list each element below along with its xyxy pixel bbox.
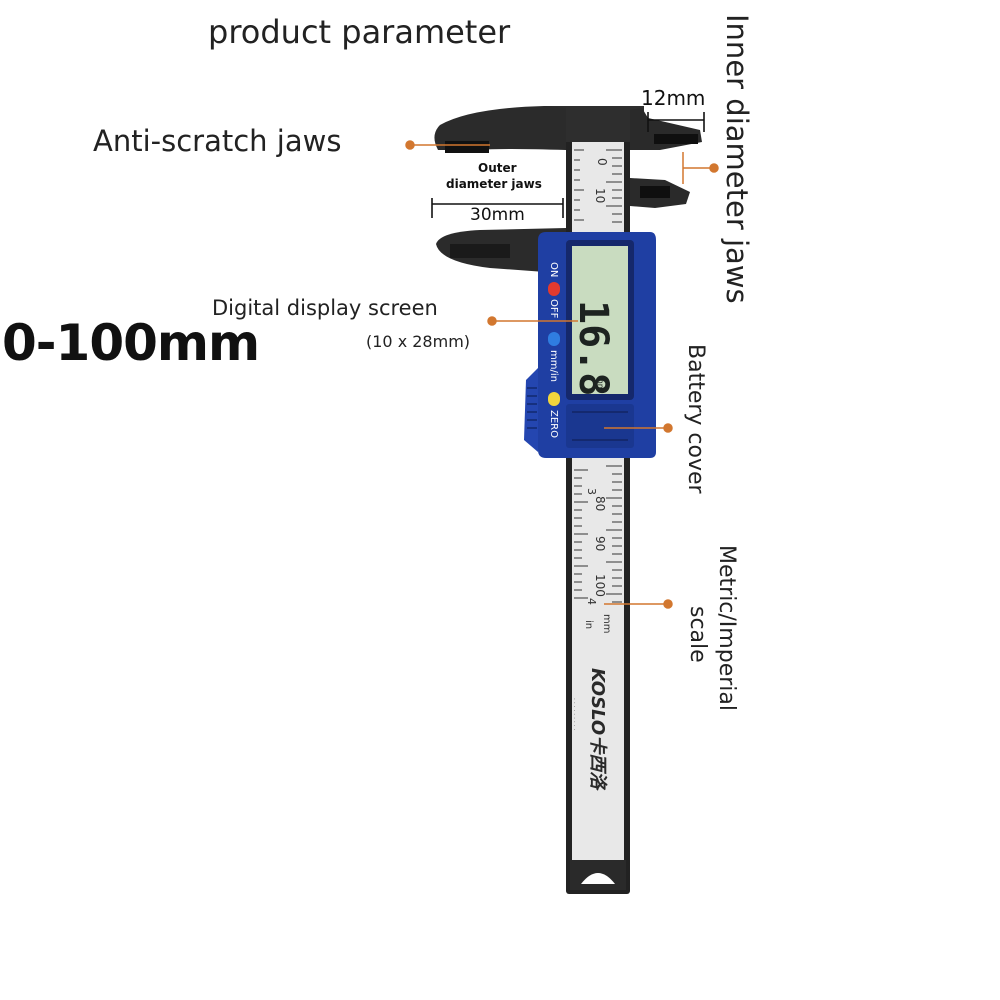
callout-dot-anti-scratch — [405, 140, 415, 150]
callout-dot-inner-jaws — [709, 163, 719, 173]
label-outer-width: 30mm — [470, 205, 525, 225]
thumb-wheel — [524, 368, 538, 452]
scale-mark-in-3: 3 — [585, 488, 598, 495]
scale-mark-0: 0 — [595, 158, 609, 166]
label-scale-line2: scale — [685, 606, 710, 663]
inner-width-dimension — [647, 112, 705, 132]
label-scale-line1: Metric/Imperial — [714, 545, 739, 711]
lcd-screen — [572, 246, 628, 394]
callout-dot-display — [487, 316, 497, 326]
label-display-size: (10 x 28mm) — [366, 332, 471, 351]
btn-zero-label: ZERO — [548, 410, 559, 438]
battery-cover — [566, 404, 634, 448]
label-inner-diameter-jaws: Inner diameter jaws — [720, 14, 754, 304]
unit-in-label: in — [583, 620, 594, 629]
label-inner-width: 12mm — [641, 86, 706, 110]
scale-mark-90: 90 — [593, 536, 607, 551]
lcd-reading: 16.8 — [570, 300, 616, 396]
outer-jaw-fixed — [434, 106, 566, 150]
on-off-button[interactable] — [548, 282, 560, 296]
callout-dot-battery — [663, 423, 673, 433]
label-anti-scratch-jaws: Anti-scratch jaws — [93, 124, 342, 158]
btn-unit-label: mm/in — [548, 350, 559, 382]
label-battery-cover: Battery cover — [683, 344, 708, 494]
unit-button[interactable] — [548, 332, 560, 346]
lcd-unit: mm — [596, 376, 605, 392]
scale-ticks-lower — [574, 465, 622, 603]
callout-dot-scale — [663, 599, 673, 609]
scale-ticks-upper — [574, 149, 622, 223]
scale-mark-in-4: 4 — [585, 598, 598, 605]
scale-mark-80: 80 — [593, 496, 607, 511]
brand-logo: KOSLO卡西洛 — [587, 668, 608, 791]
svg-text:· · · · · · · · ·: · · · · · · · · · — [570, 698, 577, 731]
btn-off-label: OFF — [548, 299, 559, 319]
btn-on-label: ON — [548, 262, 559, 277]
label-digital-display: Digital display screen — [212, 296, 438, 320]
scale-mark-10: 10 — [593, 188, 607, 203]
page-title: product parameter — [208, 13, 511, 51]
unit-mm-label: mm — [601, 614, 612, 633]
label-outer-jaws-line1: Outer — [478, 161, 517, 175]
scale-mark-100: 100 — [593, 574, 607, 597]
label-measure-range: 0-100mm — [2, 314, 260, 372]
outer-width-dimension — [431, 198, 564, 218]
label-outer-jaws-line2: diameter jaws — [446, 177, 542, 191]
zero-button[interactable] — [548, 392, 560, 406]
